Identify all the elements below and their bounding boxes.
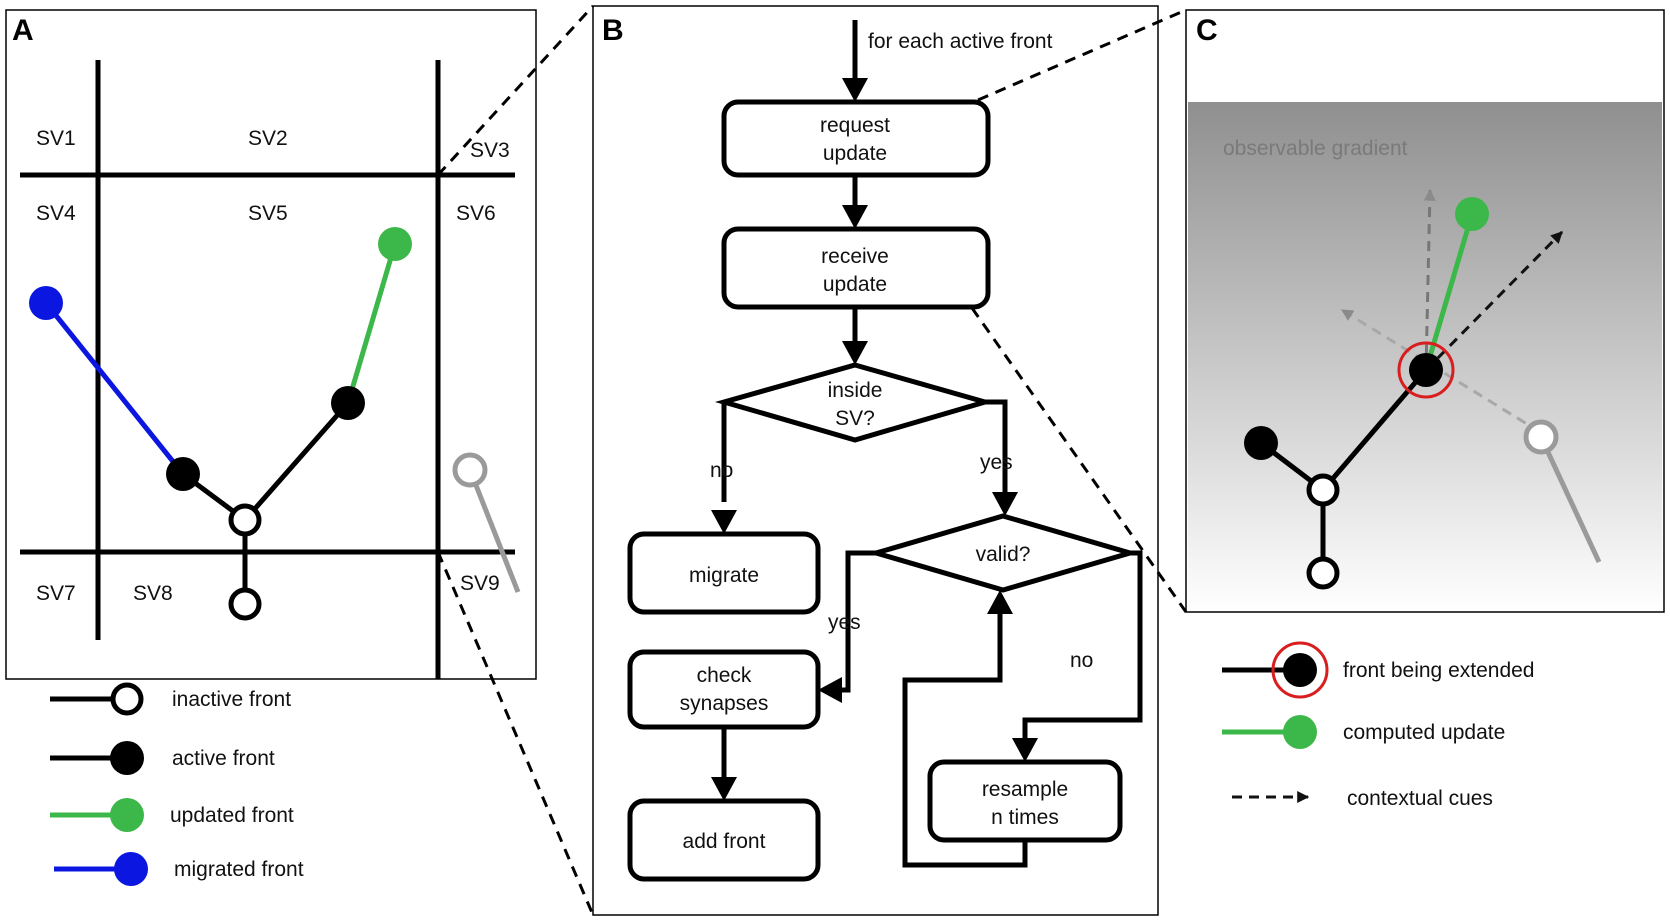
box-migrate: migrate xyxy=(627,531,821,615)
inactive-front xyxy=(1306,556,1340,590)
legend-migrated-symbol xyxy=(114,852,148,886)
box-receive-update-line1: receive xyxy=(821,245,889,268)
edge-label-no-inside: no xyxy=(710,459,733,482)
grid-lines xyxy=(20,60,515,679)
inactive-front xyxy=(1306,473,1340,507)
edge-label-no-valid: no xyxy=(1070,649,1093,672)
box-receive-update: receive update xyxy=(721,226,991,310)
cue-up xyxy=(1423,188,1436,371)
region-label-sv1: SV1 xyxy=(36,127,76,150)
legend-inactive-front: inactive front xyxy=(172,688,291,711)
box-receive-update-line2: update xyxy=(823,273,887,296)
legend-updated-front: updated front xyxy=(170,804,294,827)
legend-computed-update: computed update xyxy=(1343,721,1505,744)
region-label-sv5: SV5 xyxy=(248,202,288,225)
legend-updated-symbol xyxy=(110,798,144,832)
inactive-front xyxy=(228,503,262,537)
active-front xyxy=(331,386,365,420)
box-check-synapses-line1: check xyxy=(697,664,752,687)
cue-left xyxy=(1340,308,1541,434)
legend-migrated-front: migrated front xyxy=(174,858,304,881)
box-resample: resample n times xyxy=(927,759,1123,843)
panel-a-legend: inactive front active front updated fron… xyxy=(50,682,304,886)
edge-label-yes-inside: yes xyxy=(980,451,1013,474)
box-request-update: request update xyxy=(721,99,991,178)
region-label-sv7: SV7 xyxy=(36,582,76,605)
inactive-front-gray xyxy=(1523,419,1559,455)
front-being-extended xyxy=(1409,353,1443,387)
legend-active-symbol xyxy=(110,741,144,775)
panel-b-letter: B xyxy=(602,14,624,47)
region-label-sv6: SV6 xyxy=(456,202,496,225)
legend-extended-symbol xyxy=(1283,653,1317,687)
panel-c: C observable gradient front being extend… xyxy=(1185,9,1665,810)
box-check-synapses-line2: synapses xyxy=(680,692,769,715)
out-of-view-branch xyxy=(467,469,521,593)
panel-b-frame xyxy=(592,5,1159,916)
decision-inside-sv-line1: inside xyxy=(828,379,883,402)
neuron-tree-a xyxy=(29,227,521,621)
decision-inside-sv-line2: SV? xyxy=(835,407,875,430)
region-label-sv9: SV9 xyxy=(460,572,500,595)
legend-extended-ring xyxy=(1271,641,1329,699)
panel-c-frame xyxy=(1185,9,1665,613)
region-label-sv8: SV8 xyxy=(133,582,173,605)
box-resample-line1: resample xyxy=(982,778,1068,801)
legend-computed-symbol xyxy=(1283,715,1317,749)
box-resample-line2: n times xyxy=(991,806,1059,829)
region-labels: SV1 SV2 SV3 SV4 SV5 SV6 SV7 SV8 SV9 xyxy=(36,127,510,605)
inactive-front xyxy=(228,587,262,621)
panel-c-legend: front being extended computed update con… xyxy=(1222,641,1534,810)
updated-branch xyxy=(345,243,398,404)
edge-label-yes-valid: yes xyxy=(828,611,861,634)
decision-valid-label: valid? xyxy=(976,543,1031,566)
panel-c-letter: C xyxy=(1196,14,1218,47)
neuron-tree-c xyxy=(1244,188,1602,590)
computed-update-front xyxy=(1455,197,1489,231)
region-label-sv4: SV4 xyxy=(36,202,76,225)
zoom-connectors xyxy=(436,4,1188,916)
region-label-sv3: SV3 xyxy=(470,139,510,162)
box-migrate-label: migrate xyxy=(689,564,759,587)
migrated-front xyxy=(29,286,63,320)
extension-ring xyxy=(1397,341,1455,399)
decision-inside-sv: inside SV? xyxy=(714,362,995,443)
panel-a: A SV1 SV2 SV3 SV4 SV5 SV6 SV7 SV8 SV9 xyxy=(5,9,537,886)
inactive-front-gray xyxy=(452,452,488,488)
legend-contextual-cues: contextual cues xyxy=(1347,787,1493,810)
panel-b: B for each active front request u xyxy=(592,5,1159,916)
decision-valid: valid? xyxy=(867,513,1139,593)
active-front xyxy=(1244,426,1278,460)
observable-gradient-label: observable gradient xyxy=(1223,137,1408,160)
box-add-front-label: add front xyxy=(683,830,766,853)
flow-start-label: for each active front xyxy=(868,30,1053,53)
cue-diagonal xyxy=(1424,230,1564,372)
legend-inactive-symbol xyxy=(110,682,144,716)
panel-a-letter: A xyxy=(12,14,34,47)
box-request-update-line2: update xyxy=(823,142,887,165)
region-label-sv2: SV2 xyxy=(248,127,288,150)
migrated-branch xyxy=(44,301,185,476)
legend-front-being-extended: front being extended xyxy=(1343,659,1534,682)
updated-front xyxy=(378,227,412,261)
panel-a-frame xyxy=(5,9,537,680)
legend-active-front: active front xyxy=(172,747,275,770)
box-add-front: add front xyxy=(627,798,821,882)
active-front xyxy=(166,457,200,491)
box-check-synapses: check synapses xyxy=(627,649,821,730)
box-request-update-line1: request xyxy=(820,114,890,137)
